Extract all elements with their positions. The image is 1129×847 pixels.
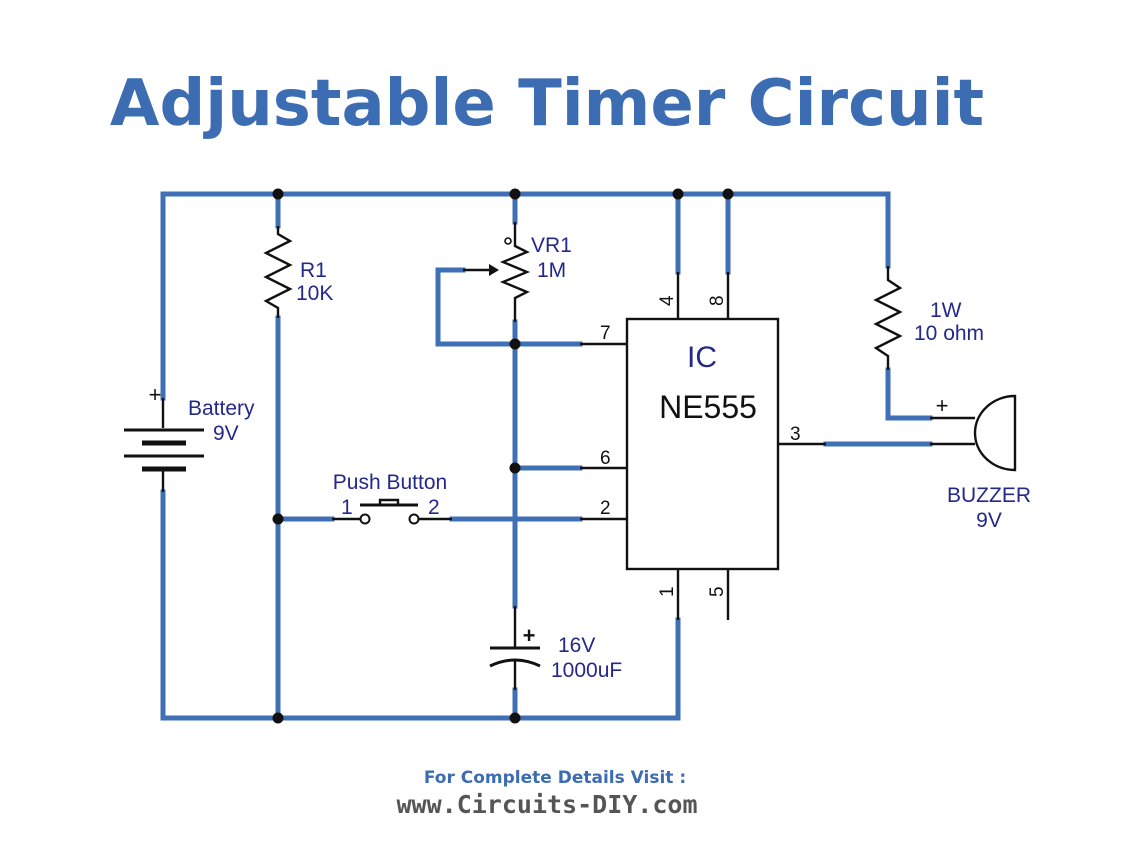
vr1-potentiometer-symbol [463,222,531,322]
pin-number-1: 1 [657,586,678,597]
footer-website-link[interactable]: www.Circuits-DIY.com [396,790,697,819]
buzzer-plus-sign: + [936,393,949,418]
battery-name: Battery [188,397,255,420]
r1-name: R1 [300,259,327,282]
junction-dot [509,462,521,474]
junction-dot [272,513,284,525]
push-button-pin1: 1 [341,496,353,519]
ic-part-number: NE555 [659,389,757,425]
r1-resistor-symbol [263,226,293,318]
footer-caption: For Complete Details Visit : [424,768,686,788]
junction-dot [272,188,284,200]
ic-label: IC [687,341,717,374]
pin-number-4: 4 [657,295,678,306]
pin-number-7: 7 [600,323,611,344]
diagram-title: Adjustable Timer Circuit [110,67,984,141]
capacitor-plus-sign: + [523,623,536,648]
buzzer-symbol [930,394,1017,472]
push-button-name: Push Button [333,471,447,494]
junction-dot [509,338,521,350]
capacitor-value: 1000uF [551,659,622,682]
capacitor-voltage: 16V [558,634,595,657]
resistor-1w-power: 1W [930,299,962,322]
wire-res1w-bottom [885,367,933,421]
junctions [272,188,734,724]
junction-dot [272,712,284,724]
junction-dot [509,188,521,200]
buzzer-name: BUZZER [947,484,1031,507]
push-button-pin2: 2 [428,496,440,519]
ne555-ic-symbol [580,272,826,620]
battery-value: 9V [213,422,239,445]
pin-number-8: 8 [707,295,728,306]
r1-value: 10K [296,282,333,305]
capacitor-symbol [489,606,541,690]
buzzer-value: 9V [976,509,1002,532]
push-button-symbol [332,498,452,525]
pin-number-6: 6 [600,448,611,469]
pin-number-2: 2 [600,498,611,519]
junction-dot [672,188,684,200]
junction-dot [509,712,521,724]
wire-wiper-loop [435,267,518,347]
resistor-1w-value: 10 ohm [914,322,984,345]
pin-number-5: 5 [707,586,728,597]
pin-number-3: 3 [790,424,801,445]
vr1-value: 1M [537,259,566,282]
junction-dot [722,188,734,200]
resistor-1w-symbol [873,266,903,370]
battery-plus-sign: + [149,382,162,407]
battery-symbol [124,398,204,492]
vr1-name: VR1 [531,234,572,257]
